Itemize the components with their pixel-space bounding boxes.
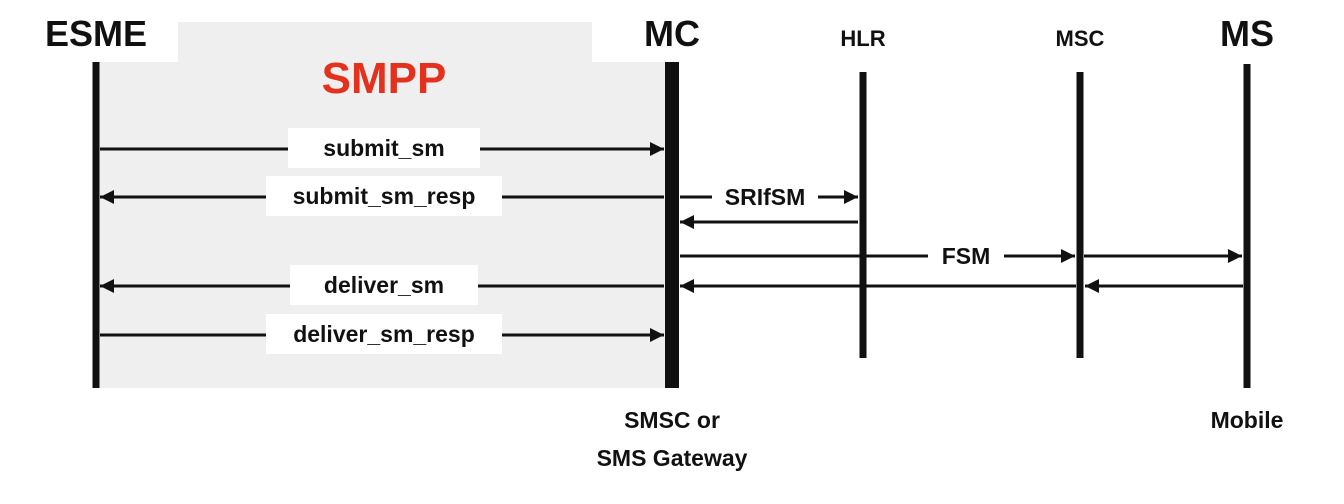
message-deliver-sm-resp: deliver_sm_resp xyxy=(100,314,664,354)
actor-ms: MS xyxy=(1220,13,1274,54)
actor-mc: MC xyxy=(644,13,700,54)
message-fsm-label: FSM xyxy=(942,243,991,269)
actor-msc: MSC xyxy=(1056,26,1105,51)
message-submit-sm: submit_sm xyxy=(100,128,664,168)
protocol-label: SMPP xyxy=(322,54,447,103)
message-srifsm: SRIfSM xyxy=(680,182,858,212)
message-deliver-sm-resp-label: deliver_sm_resp xyxy=(293,321,475,347)
message-submit-sm-resp-label: submit_sm_resp xyxy=(293,183,476,209)
message-srifsm-label: SRIfSM xyxy=(725,184,806,210)
message-deliver-sm: deliver_sm xyxy=(100,265,664,305)
mc-note-line1: SMSC or xyxy=(624,407,720,433)
actor-hlr: HLR xyxy=(840,26,885,51)
message-deliver-sm-label: deliver_sm xyxy=(324,272,444,298)
message-submit-sm-resp: submit_sm_resp xyxy=(100,176,664,216)
mc-note-line2: SMS Gateway xyxy=(597,445,748,471)
actor-esme: ESME xyxy=(45,13,147,54)
message-submit-sm-label: submit_sm xyxy=(323,135,444,161)
message-fsm: FSM xyxy=(680,240,1075,272)
ms-note-line1: Mobile xyxy=(1211,407,1284,433)
